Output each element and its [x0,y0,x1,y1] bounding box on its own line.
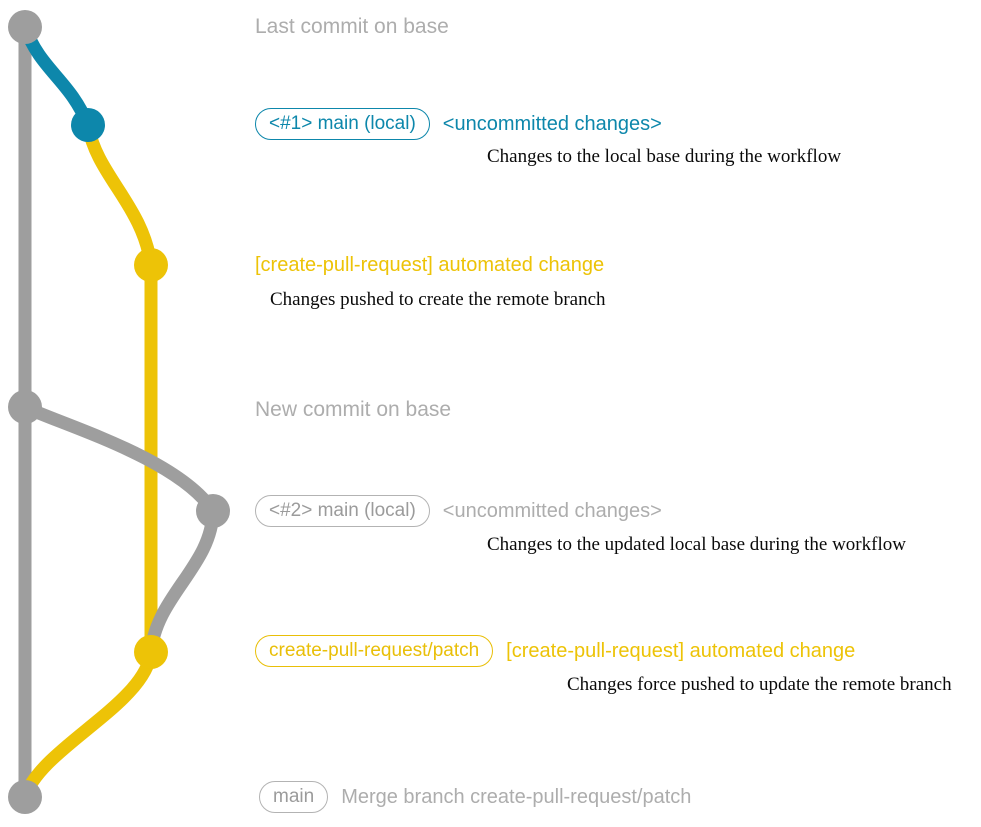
ann-local-1-branch-badge[interactable]: <#1> main (local) [255,108,430,140]
commit-node-local-1[interactable] [71,108,105,142]
commit-node-merge[interactable] [8,780,42,814]
ann-remote-1-commit-message: [create-pull-request] automated change [255,254,605,276]
commit-node-remote-1[interactable] [134,248,168,282]
ann-local-1-commit-message: <uncommitted changes> [442,113,662,135]
ann-remote-1-row: [create-pull-request] automated change [255,255,604,275]
graph-edge-rem2-to-merge [18,645,158,804]
ann-local-1-row: <#1> main (local) <uncommitted changes> [255,108,662,140]
ann-remote-2-row: create-pull-request/patch [create-pull-re… [255,635,855,667]
ann-new-commit-text: New commit on base [255,398,452,421]
graph-nodes [8,10,230,814]
ann-last-commit-text: Last commit on base [255,15,449,38]
commit-node-remote-2[interactable] [134,635,168,669]
graph-edges [18,20,220,804]
commit-node-base-new[interactable] [8,390,42,424]
ann-remote-2-description: Changes force pushed to update the remot… [567,674,952,695]
ann-merge-branch-badge[interactable]: main [259,781,329,813]
ann-local-1-description: Changes to the local base during the wor… [487,146,842,167]
ann-merge-row: main Merge branch create-pull-request/pat… [259,781,691,813]
ann-local-2-description: Changes to the updated local base during… [487,534,906,555]
ann-local-2-branch-badge[interactable]: <#2> main (local) [255,495,430,527]
commit-node-base-head[interactable] [8,10,42,44]
graph-edge-base-to-local1 [18,20,95,132]
commit-node-local-2[interactable] [196,494,230,528]
ann-remote-2-commit-message: [create-pull-request] automated change [506,640,856,662]
ann-merge-commit-message: Merge branch create-pull-request/patch [341,786,692,808]
graph-edge-local2-to-rem2 [144,504,220,659]
ann-remote-1-description: Changes pushed to create the remote bran… [270,289,606,310]
graph-edge-local1-to-rem1 [81,118,158,272]
ann-local-2-commit-message: <uncommitted changes> [442,500,662,522]
ann-remote-2-branch-badge[interactable]: create-pull-request/patch [255,635,494,667]
ann-local-2-row: <#2> main (local) <uncommitted changes> [255,495,662,527]
graph-edge-basenew-local2 [18,400,220,518]
